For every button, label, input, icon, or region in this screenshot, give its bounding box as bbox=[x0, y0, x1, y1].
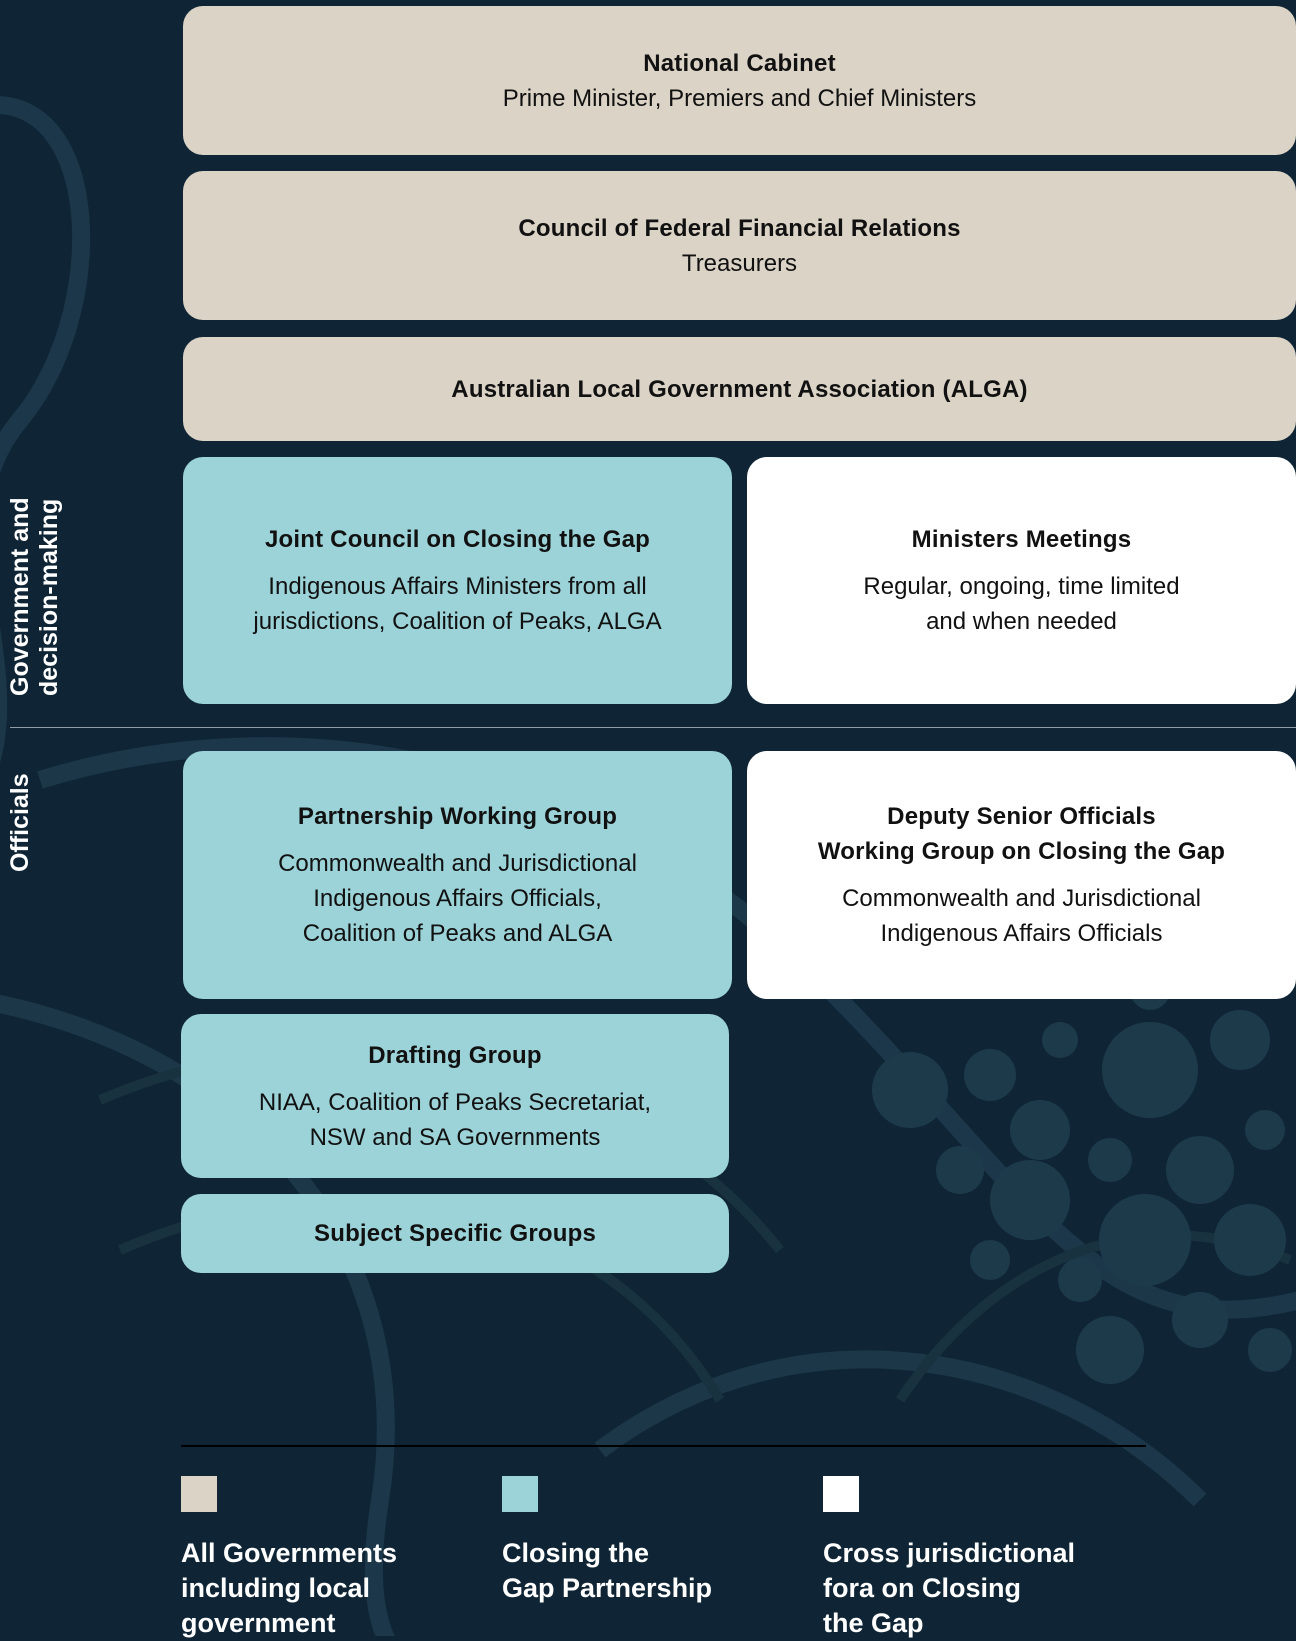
deputy-senior-officials-box: Deputy Senior Officials Working Group on… bbox=[747, 751, 1296, 999]
box-title: National Cabinet bbox=[643, 49, 836, 77]
drafting-group-box: Drafting Group NIAA, Coalition of Peaks … bbox=[181, 1014, 729, 1178]
subject-specific-groups-box: Subject Specific Groups bbox=[181, 1194, 729, 1273]
box-title: Council of Federal Financial Relations bbox=[518, 214, 961, 242]
box-title: Subject Specific Groups bbox=[314, 1220, 596, 1247]
box-title: Deputy Senior Officials Working Group on… bbox=[817, 803, 1226, 865]
box-title: Joint Council on Closing the Gap bbox=[264, 526, 651, 553]
box-title: Partnership Working Group bbox=[297, 803, 618, 830]
national-cabinet-box: National Cabinet Prime Minister, Premier… bbox=[183, 6, 1296, 155]
box-subtitle: Treasurers bbox=[681, 249, 798, 277]
section-divider bbox=[10, 727, 1296, 728]
legend-swatch-all-governments bbox=[181, 1476, 217, 1512]
box-subtitle: Commonwealth and Jurisdictional Indigeno… bbox=[842, 885, 1201, 947]
joint-council-box: Joint Council on Closing the Gap Indigen… bbox=[183, 457, 732, 704]
government-decision-making-label: Government and decision-making bbox=[6, 497, 63, 696]
box-subtitle: NIAA, Coalition of Peaks Secretariat, NS… bbox=[258, 1088, 652, 1151]
box-subtitle: Indigenous Affairs Ministers from all ju… bbox=[253, 573, 662, 635]
box-subtitle: Commonwealth and Jurisdictional Indigeno… bbox=[278, 850, 637, 947]
box-title: Australian Local Government Association … bbox=[451, 375, 1028, 403]
box-title: Ministers Meetings bbox=[911, 526, 1132, 553]
box-title: Drafting Group bbox=[368, 1041, 542, 1069]
legend-label-partnership: Closing the Gap Partnership bbox=[502, 1538, 713, 1603]
ministers-meetings-box: Ministers Meetings Regular, ongoing, tim… bbox=[747, 457, 1296, 704]
partnership-working-group-box: Partnership Working Group Commonwealth a… bbox=[183, 751, 732, 999]
legend-swatch-cross-jurisdictional bbox=[823, 1476, 859, 1512]
officials-label: Officials bbox=[6, 773, 34, 872]
alga-box: Australian Local Government Association … bbox=[183, 337, 1296, 441]
cffr-box: Council of Federal Financial Relations T… bbox=[183, 171, 1296, 320]
box-subtitle: Regular, ongoing, time limited and when … bbox=[863, 573, 1180, 635]
legend-divider bbox=[181, 1445, 1146, 1447]
legend-swatch-partnership bbox=[502, 1476, 538, 1512]
box-subtitle: Prime Minister, Premiers and Chief Minis… bbox=[502, 84, 977, 112]
legend-label-cross-jurisdictional: Cross jurisdictional fora on Closing the… bbox=[823, 1538, 1076, 1638]
legend-label-all-governments: All Governments including local governme… bbox=[181, 1538, 398, 1638]
